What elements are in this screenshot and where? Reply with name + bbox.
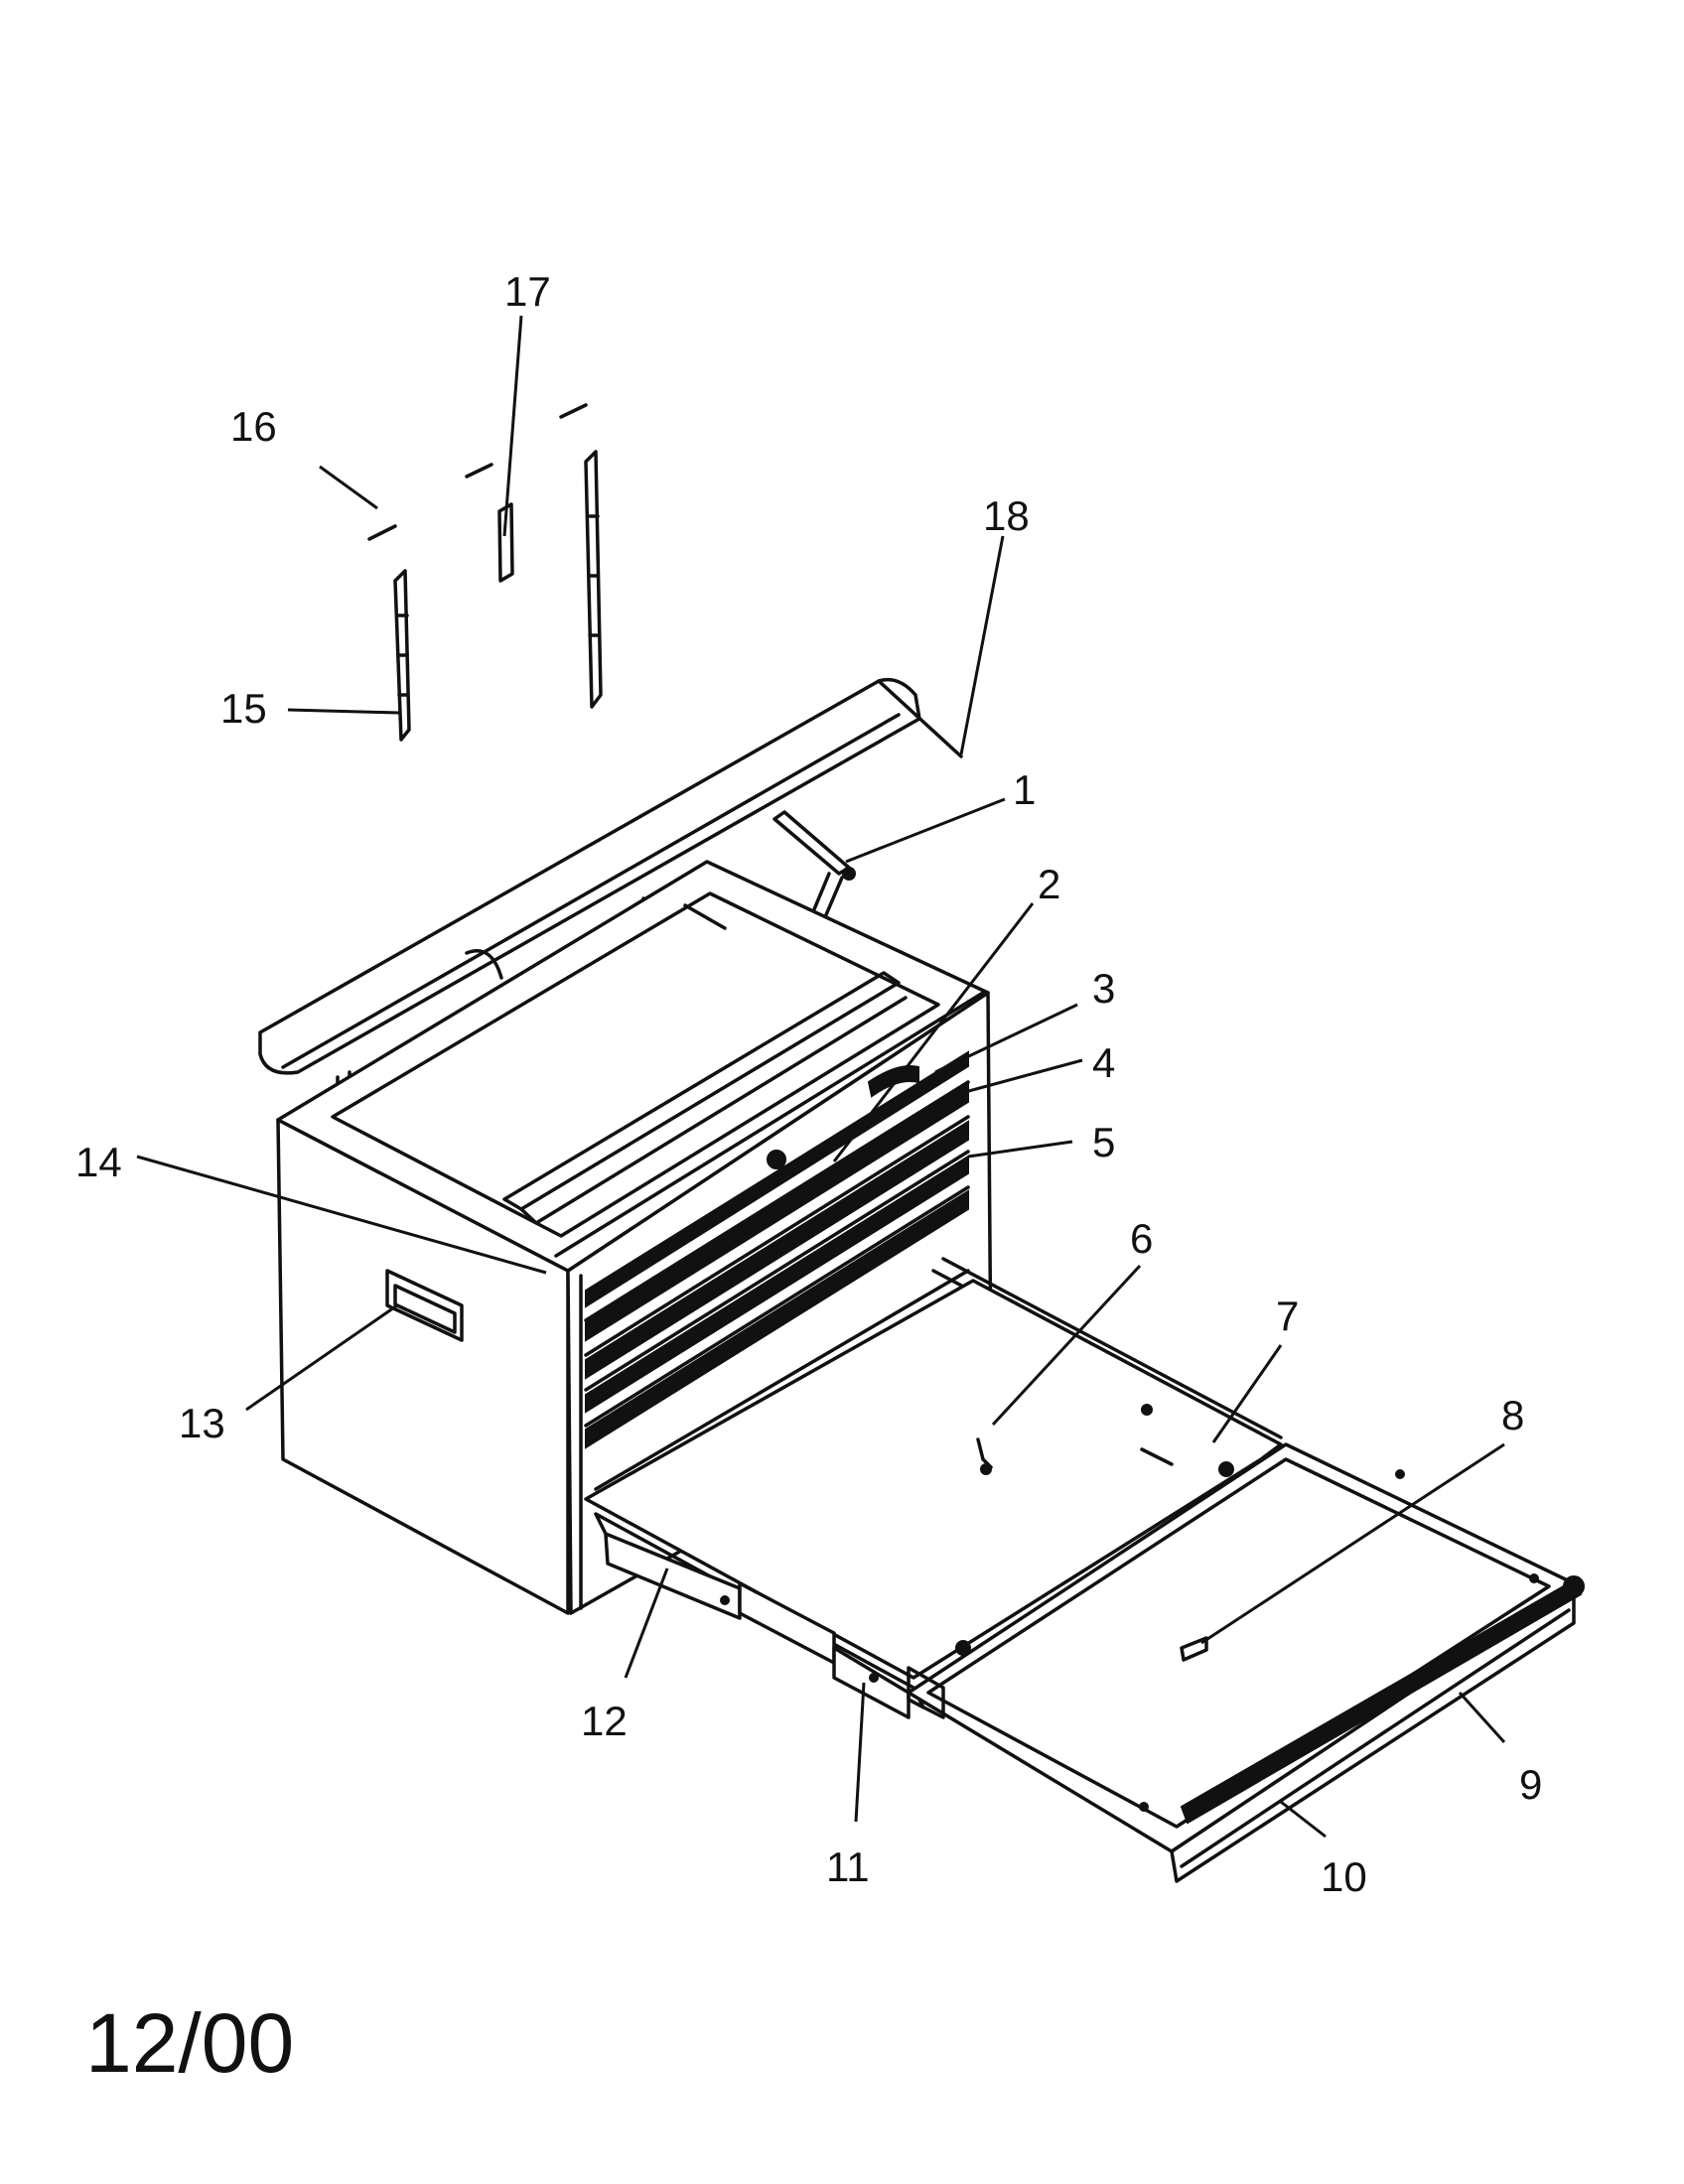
callout-8: 8 (1501, 1392, 1524, 1438)
callout-12: 12 (581, 1698, 628, 1744)
date-code: 12/00 (85, 1996, 295, 2090)
callout-13: 13 (179, 1400, 225, 1446)
drawer-slides (604, 1404, 1539, 1812)
callout-7: 7 (1276, 1293, 1299, 1339)
callout-labels: 17 16 18 15 1 2 3 4 5 14 6 7 8 13 12 9 1… (75, 268, 1542, 1900)
callout-3: 3 (1092, 965, 1115, 1012)
callout-11: 11 (826, 1843, 870, 1890)
drawer-fronts (584, 1050, 970, 1449)
callout-1: 1 (1013, 766, 1036, 813)
callout-14: 14 (75, 1139, 122, 1185)
callout-9: 9 (1519, 1761, 1542, 1808)
callout-6: 6 (1130, 1215, 1153, 1262)
callout-10: 10 (1321, 1853, 1367, 1900)
callout-16: 16 (230, 403, 277, 450)
callout-4: 4 (1092, 1039, 1115, 1086)
leader-lines (136, 315, 1506, 1839)
callout-15: 15 (220, 685, 267, 732)
callout-2: 2 (1038, 861, 1060, 907)
callout-17: 17 (504, 268, 551, 315)
lid (258, 677, 963, 1075)
liner-strips (367, 403, 603, 742)
open-drawer (584, 1257, 1585, 1883)
callout-5: 5 (1092, 1119, 1115, 1165)
callout-18: 18 (983, 492, 1030, 539)
